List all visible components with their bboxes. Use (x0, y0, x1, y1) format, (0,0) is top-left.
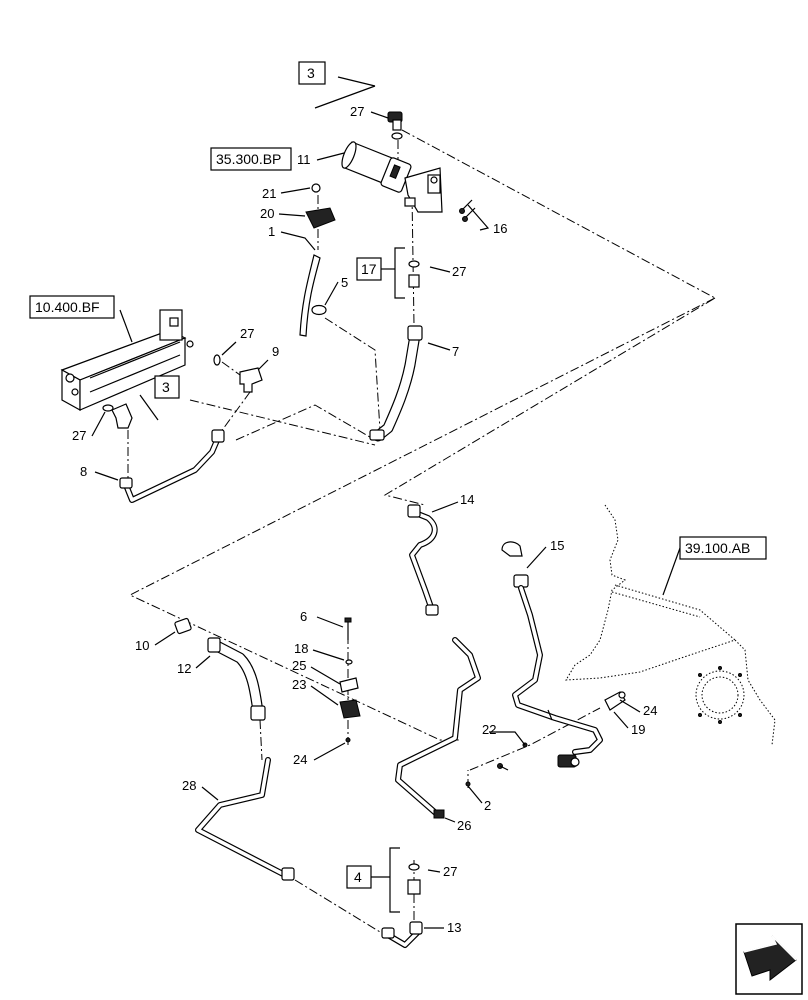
callout-19: 19 (631, 722, 645, 737)
callout-13: 13 (447, 920, 461, 935)
ref-box-3-top-group: 3 (298, 61, 376, 109)
ref-box-17-group: 17 27 (356, 247, 466, 299)
callout-24-right: 24 (643, 703, 657, 718)
callout-21: 21 (262, 186, 276, 201)
bolt-stack-center: 6 18 25 23 24 (292, 609, 361, 767)
callout-27-top: 27 (350, 104, 364, 119)
callout-9: 9 (272, 344, 279, 359)
ref-box-3-top[interactable] (298, 61, 326, 85)
callout-18: 18 (294, 641, 308, 656)
fitting-9-group: 27 9 (213, 326, 279, 393)
ref-10-400-bf-label: 10.400.BF (35, 299, 100, 315)
tube-28: 28 (182, 757, 295, 881)
callout-8: 8 (80, 464, 87, 479)
ref-box-4-label: 4 (354, 869, 362, 885)
callout-24-center: 24 (293, 752, 307, 767)
callout-12: 12 (177, 661, 191, 676)
hose-12-group: 10 12 (135, 617, 266, 721)
callout-1: 1 (268, 224, 275, 239)
tube-15: 15 22 2 (465, 538, 603, 813)
callout-22: 22 (482, 722, 496, 737)
tube-14-26: 14 26 (395, 492, 481, 833)
centerlines (127, 129, 717, 936)
callout-6: 6 (300, 609, 307, 624)
accumulator-11: 35.300.BP 11 (210, 141, 443, 213)
callout-27-bottom: 27 (443, 864, 457, 879)
callout-2: 2 (484, 798, 491, 813)
ref-box-4-group: 4 27 (346, 847, 457, 913)
tube-8: 8 (80, 429, 225, 503)
callout-16: 16 (493, 221, 507, 236)
ref-box-3-top-label: 3 (307, 65, 315, 81)
callout-27-left: 27 (72, 428, 86, 443)
ref-35-300-bp-label: 35.300.BP (216, 151, 281, 167)
callout-25: 25 (292, 658, 306, 673)
ref-box-3-left[interactable] (154, 375, 180, 399)
callout-14: 14 (460, 492, 474, 507)
clip-19-24-right: 24 19 (604, 691, 657, 737)
hose-7: 7 (369, 325, 459, 442)
forward-arrow-icon[interactable] (735, 923, 803, 995)
tube-13: 13 (381, 920, 461, 948)
callout-15: 15 (550, 538, 564, 553)
callout-5: 5 (341, 275, 348, 290)
callout-20: 20 (260, 206, 274, 221)
callout-7: 7 (452, 344, 459, 359)
ref-10-400-bf[interactable] (29, 295, 115, 319)
ref-box-3-left-label: 3 (162, 379, 170, 395)
ref-box-17-label: 17 (361, 261, 377, 277)
frame-panel-39-100-ab: 39.100.AB (565, 504, 776, 746)
callout-23: 23 (292, 677, 306, 692)
ref-39-100-ab-label: 39.100.AB (685, 540, 750, 556)
ref-35-300-bp[interactable] (210, 147, 292, 171)
callout-10: 10 (135, 638, 149, 653)
callout-27-mid: 27 (240, 326, 254, 341)
callout-26: 26 (457, 818, 471, 833)
ref-box-3-left-group: 3 27 (72, 375, 180, 443)
callout-11: 11 (297, 152, 311, 167)
control-valve-10-400-bf: 10.400.BF (29, 295, 194, 412)
callout-28: 28 (182, 778, 196, 793)
callout-27-17: 27 (452, 264, 466, 279)
fitting-27-top: 27 (350, 104, 403, 140)
parts-21-20-1-5: 21 20 1 5 (260, 183, 348, 337)
screws-16: 16 (459, 199, 507, 236)
